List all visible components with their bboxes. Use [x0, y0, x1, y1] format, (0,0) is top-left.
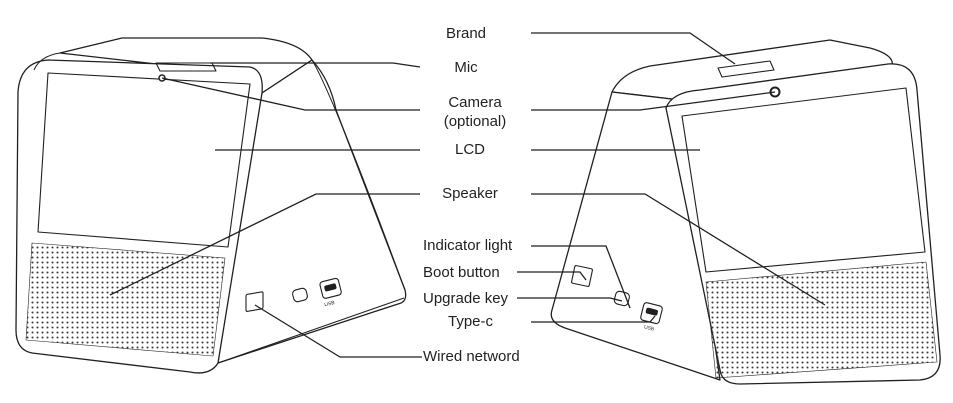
type-c-label: Type-c [448, 313, 494, 330]
left-usb-text: USB [324, 300, 336, 308]
speaker-leader-line-right [531, 193, 826, 306]
wired-network-label: Wired netword [423, 348, 520, 365]
left-device: USB [15, 37, 407, 374]
right-speaker-grill [705, 261, 938, 379]
camera-leader-line-left [161, 77, 420, 111]
upgrade-key-label: Upgrade key [423, 290, 509, 307]
brand-leader-line [531, 32, 736, 65]
left-speaker-grill [25, 242, 226, 357]
boot-button-label: Boot button [423, 264, 500, 281]
callout-lines [109, 32, 826, 358]
left-lcd [37, 72, 251, 248]
left-boot-button [292, 287, 308, 303]
left-device-side [217, 59, 407, 364]
mic-label: Mic [454, 59, 478, 76]
left-usb-port [319, 277, 342, 299]
left-brand-plate [155, 62, 217, 72]
indicator-light-label: Indicator light [423, 237, 513, 254]
right-lcd [681, 87, 926, 273]
left-ethernet-port [245, 291, 264, 312]
wired-network-leader-line [254, 304, 422, 358]
camera-leader-line-right [531, 91, 776, 111]
indicator-leader-line [531, 245, 631, 309]
right-device: USB [550, 39, 941, 385]
upgrade-leader-line [517, 297, 623, 302]
camera-label: Camera [448, 94, 502, 111]
right-ethernet-port [571, 265, 593, 287]
boot-leader-line [517, 271, 587, 281]
typec-leader-line [531, 315, 656, 323]
camera-optional-label: (optional) [443, 113, 507, 130]
speaker-leader-line-left [109, 193, 420, 296]
brand-label: Brand [445, 25, 487, 42]
speaker-label: Speaker [442, 185, 498, 202]
lcd-label: LCD [454, 141, 485, 158]
mic-leader-line [210, 62, 421, 68]
right-brand-plate [717, 60, 775, 78]
right-usb-text: USB [643, 324, 655, 332]
